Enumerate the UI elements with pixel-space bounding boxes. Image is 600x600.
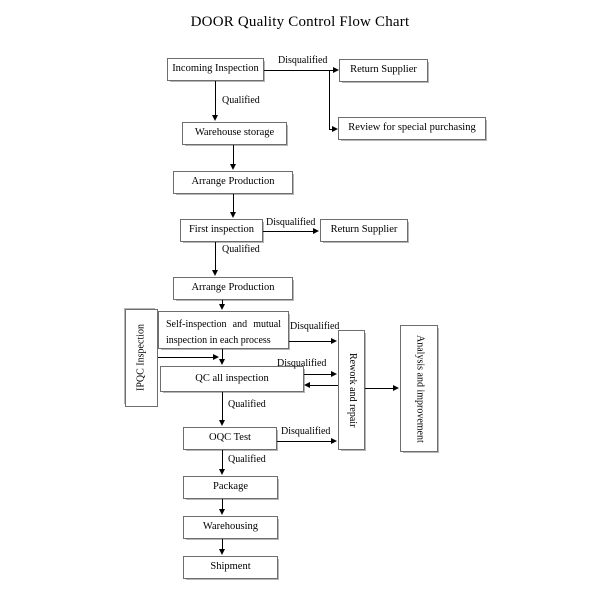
connector-incoming-to-warehouse	[215, 81, 216, 116]
node-rework-and-repair[interactable]: Rework and repair	[338, 330, 365, 450]
connector-first-to-return-supplier-2	[263, 231, 314, 232]
connector-arrange-1-to-first-inspection	[233, 194, 234, 213]
node-oqc-test[interactable]: OQC Test	[183, 427, 277, 450]
arrow-qc-to-rework	[331, 370, 337, 377]
connector-ipqc-feed	[158, 357, 214, 358]
connector-qc-to-oqc	[222, 392, 223, 420]
node-label: First inspection	[188, 224, 255, 236]
connector-branch-to-review	[329, 129, 333, 130]
connector-oqc-to-package	[222, 450, 223, 469]
node-shipment[interactable]: Shipment	[183, 556, 278, 579]
node-first-inspection[interactable]: First inspection	[180, 219, 263, 242]
connector-warehousing-to-shipment	[222, 539, 223, 550]
connector-qc-to-rework	[304, 374, 332, 375]
node-label: Arrange Production	[191, 176, 275, 188]
node-qc-all-inspection[interactable]: QC all inspection	[160, 366, 304, 392]
arrow-to-package	[218, 469, 225, 475]
node-label: Package	[213, 481, 248, 493]
arrow-to-qc-all-inspection	[218, 359, 225, 365]
node-arrange-production-2[interactable]: Arrange Production	[173, 277, 293, 300]
node-label: Warehousing	[202, 521, 259, 533]
node-label: Incoming Inspection	[172, 63, 259, 75]
edge-label-qc-disqualified: Disqualified	[277, 358, 327, 369]
arrow-to-return-supplier-2	[313, 227, 319, 234]
node-package[interactable]: Package	[183, 476, 278, 499]
arrow-to-oqc-test	[218, 420, 225, 426]
connector-arrange-2-to-self-inspection	[222, 300, 223, 305]
node-analysis-and-improvement[interactable]: Analysis and improvement	[400, 325, 438, 452]
connector-self-to-qc-all	[222, 349, 223, 360]
node-label: Warehouse storage	[194, 127, 275, 139]
node-label-line-2: inspection in each process	[166, 334, 271, 346]
page-title: DOOR Quality Control Flow Chart	[190, 14, 410, 30]
edge-label-qc-qualified: Qualified	[228, 399, 266, 410]
edge-label-first-disqualified: Disqualified	[266, 217, 316, 228]
node-review-special-purchasing[interactable]: Review for special purchasing	[338, 117, 486, 140]
node-label: OQC Test	[209, 432, 251, 444]
arrow-to-arrange-production-2	[211, 270, 218, 276]
node-return-supplier-1[interactable]: Return Supplier	[339, 59, 428, 82]
arrow-to-shipment	[218, 549, 225, 555]
connector-oqc-to-rework	[277, 441, 332, 442]
node-label: Arrange Production	[191, 282, 275, 294]
arrow-to-first-inspection	[229, 212, 236, 218]
connector-rework-to-analysis	[365, 388, 394, 389]
arrow-to-self-mutual-inspection	[218, 304, 225, 310]
arrow-rework-to-qc	[304, 381, 310, 388]
node-label: QC all inspection	[195, 372, 269, 384]
node-label: Return Supplier	[350, 64, 417, 76]
edge-label-incoming-qualified: Qualified	[222, 95, 260, 106]
connector-branch-trunk	[329, 70, 330, 129]
connector-rework-to-qc	[310, 385, 338, 386]
arrow-to-warehousing	[218, 509, 225, 515]
node-incoming-inspection[interactable]: Incoming Inspection	[167, 58, 264, 81]
node-label: Review for special purchasing	[348, 122, 476, 134]
connector-self-to-rework	[289, 341, 332, 342]
node-label: Return Supplier	[330, 224, 398, 236]
arrow-oqc-to-rework	[331, 437, 337, 444]
node-label-line-1: Self-inspection and mutual	[166, 319, 281, 330]
node-label: Rework and repair	[346, 352, 358, 428]
arrow-self-to-rework	[331, 337, 337, 344]
edge-label-self-disqualified: Disqualified	[290, 321, 340, 332]
arrow-to-review-special-purchasing	[332, 125, 338, 132]
node-self-mutual-inspection[interactable]: Self-inspection and mutual inspection in…	[158, 311, 289, 349]
node-label: Analysis and improvement	[414, 334, 426, 443]
node-label: IPQC Inspection	[135, 324, 147, 392]
edge-label-first-qualified: Qualified	[222, 244, 260, 255]
edge-label-oqc-qualified: Qualified	[228, 454, 266, 465]
node-label: Shipment	[210, 561, 251, 573]
edge-label-oqc-disqualified: Disqualified	[281, 426, 331, 437]
connector-first-to-arrange-2	[215, 242, 216, 271]
connector-package-to-warehousing	[222, 499, 223, 510]
connector-incoming-to-branch	[264, 70, 329, 71]
connector-warehouse-to-arrange-1	[233, 145, 234, 165]
node-ipqc-inspection[interactable]: IPQC Inspection	[125, 309, 158, 407]
node-warehouse-storage[interactable]: Warehouse storage	[182, 122, 287, 145]
arrow-to-return-supplier-1	[333, 66, 339, 73]
arrow-ipqc-feed	[213, 353, 219, 360]
arrow-rework-to-analysis	[393, 384, 399, 391]
node-return-supplier-2[interactable]: Return Supplier	[320, 219, 408, 242]
arrow-to-arrange-production-1	[229, 164, 236, 170]
connector-branch-to-return-supplier-1	[329, 70, 334, 71]
node-warehousing[interactable]: Warehousing	[183, 516, 278, 539]
arrow-to-warehouse-storage	[211, 115, 218, 121]
node-arrange-production-1[interactable]: Arrange Production	[173, 171, 293, 194]
edge-label-incoming-disqualified: Disqualified	[278, 55, 328, 66]
